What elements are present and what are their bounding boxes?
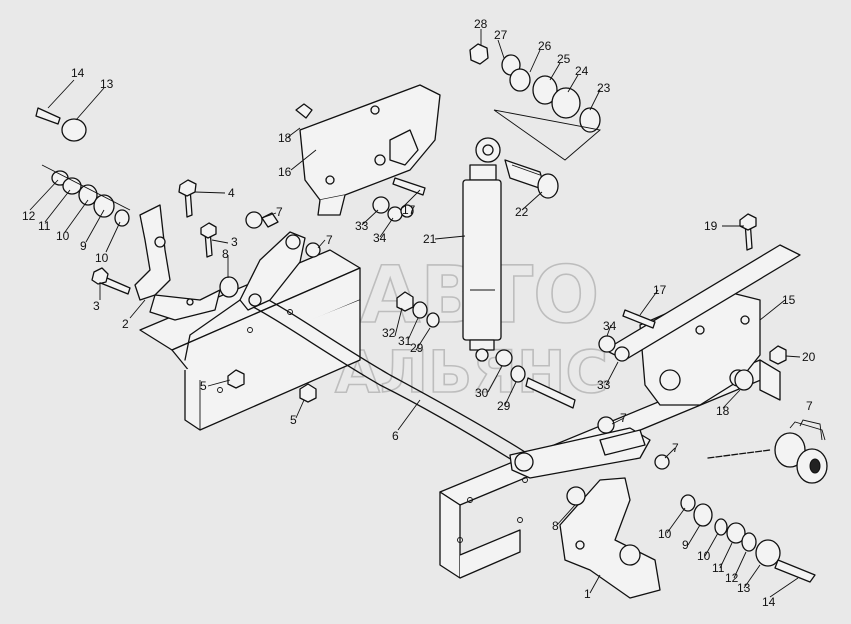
right-bracket xyxy=(604,244,801,406)
callout-6: 6 xyxy=(392,429,399,443)
callout-8: 8 xyxy=(222,247,229,261)
callout-14: 14 xyxy=(762,595,776,609)
right-lower-bracket xyxy=(559,477,661,599)
callout-27: 27 xyxy=(494,28,508,42)
upper-bracket xyxy=(295,84,441,216)
callout-7: 7 xyxy=(806,399,813,413)
right-link-arm xyxy=(509,427,651,479)
left-bracket xyxy=(134,204,221,321)
callout-10: 10 xyxy=(95,251,109,265)
callout-7: 7 xyxy=(276,205,283,219)
callout-10: 10 xyxy=(56,229,70,243)
callout-18: 18 xyxy=(716,404,730,418)
callout-5: 5 xyxy=(290,413,297,427)
bushing-pair xyxy=(707,421,828,484)
callout-29: 29 xyxy=(410,341,424,355)
callout-12: 12 xyxy=(725,571,739,585)
callout-7: 7 xyxy=(672,441,679,455)
callout-2: 2 xyxy=(122,317,129,331)
callout-18: 18 xyxy=(278,131,292,145)
callout-17: 17 xyxy=(653,283,667,297)
callout-9: 9 xyxy=(80,239,87,253)
callout-1: 1 xyxy=(584,587,591,601)
callout-20: 20 xyxy=(802,350,816,364)
callout-9: 9 xyxy=(682,538,689,552)
callout-14: 14 xyxy=(71,66,85,80)
callout-34: 34 xyxy=(603,319,617,333)
callout-3: 3 xyxy=(93,299,100,313)
callout-32: 32 xyxy=(382,326,396,340)
left-upper-hardware xyxy=(35,107,131,227)
leader-lines xyxy=(29,29,823,598)
callout-5: 5 xyxy=(200,379,207,393)
callout-21: 21 xyxy=(423,232,437,246)
callout-16: 16 xyxy=(278,165,292,179)
callout-13: 13 xyxy=(737,581,751,595)
callout-7: 7 xyxy=(620,411,627,425)
shock-absorber xyxy=(462,137,502,362)
callout-19: 19 xyxy=(704,219,718,233)
callout-26: 26 xyxy=(538,39,552,53)
callout-33: 33 xyxy=(355,219,369,233)
pin-assembly xyxy=(504,159,559,199)
callout-labels: 14 13 12 11 10 9 10 4 3 3 2 8 7 7 5 5 6 … xyxy=(22,17,816,609)
callout-11: 11 xyxy=(38,219,51,233)
callout-28: 28 xyxy=(474,17,488,31)
callout-30: 30 xyxy=(475,386,489,400)
callout-4: 4 xyxy=(228,186,235,200)
left-link-arm xyxy=(239,212,306,311)
callout-7: 7 xyxy=(326,233,333,247)
top-bushing-stack xyxy=(469,43,602,161)
callout-33: 33 xyxy=(597,378,611,392)
callout-23: 23 xyxy=(597,81,611,95)
callout-25: 25 xyxy=(557,52,571,66)
callout-24: 24 xyxy=(575,64,589,78)
callout-34: 34 xyxy=(373,231,387,245)
callout-12: 12 xyxy=(22,209,36,223)
callout-29: 29 xyxy=(497,399,511,413)
callout-22: 22 xyxy=(515,205,529,219)
callout-31: 31 xyxy=(398,334,412,348)
callout-13: 13 xyxy=(100,77,114,91)
callout-10: 10 xyxy=(658,527,672,541)
callout-15: 15 xyxy=(782,293,796,307)
stabilizer-bar xyxy=(184,289,526,466)
right-lower-hardware xyxy=(680,494,816,583)
left-frame-rail xyxy=(139,249,361,431)
bolts-and-nuts xyxy=(91,177,787,506)
callout-3: 3 xyxy=(231,235,238,249)
callout-8: 8 xyxy=(552,519,559,533)
callout-10: 10 xyxy=(697,549,711,563)
callout-11: 11 xyxy=(712,561,725,575)
callout-17: 17 xyxy=(402,203,416,217)
